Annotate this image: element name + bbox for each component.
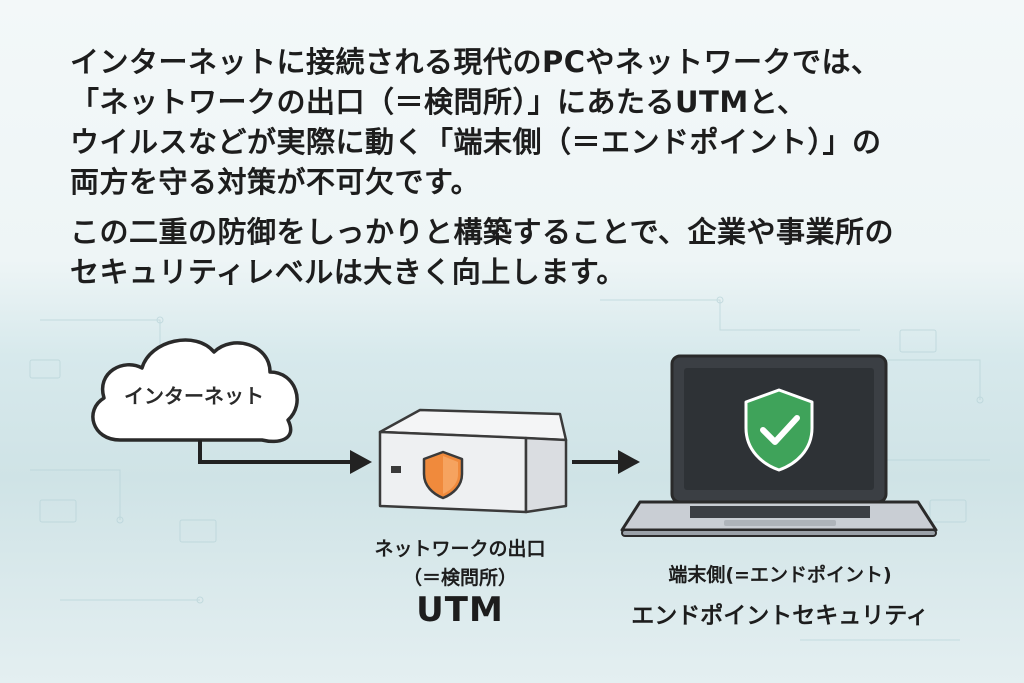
shield-icon (422, 450, 464, 500)
headline-paragraph-1: インターネットに接続される現代のPCやネットワークでは、 「ネットワークの出口（… (70, 42, 970, 202)
headline-paragraph-2: この二重の防御をしっかりと構築することで、企業や事業所の セキュリティレベルは大… (70, 212, 970, 292)
utm-device-icon (378, 408, 568, 514)
shield-check-icon (744, 388, 814, 472)
utm-label-exit: ネットワークの出口 (374, 538, 546, 560)
arrow-cloud-to-utm (198, 440, 372, 474)
headline-line: 両方を守る対策が不可欠です。 (70, 165, 481, 199)
arrow-utm-to-laptop (572, 450, 640, 474)
utm-label-checkpoint: （＝検問所） (402, 567, 517, 589)
endpoint-security-title: エンドポイントセキュリティ (631, 603, 929, 629)
headline-line: この二重の防御をしっかりと構築することで、企業や事業所の (70, 215, 894, 249)
headline-text: インターネットに接続される現代のPCやネットワークでは、 「ネットワークの出口（… (70, 42, 970, 302)
cloud-label: インターネット (124, 384, 264, 408)
headline-line: 「ネットワークの出口（＝検問所）」にあたるUTMと、 (70, 85, 807, 119)
endpoint-label: 端末側(=エンドポイント) (668, 564, 892, 586)
headline-line: インターネットに接続される現代のPCやネットワークでは、 (70, 45, 881, 79)
headline-line: ウイルスなどが実際に動く「端末側（＝エンドポイント）」の (70, 125, 882, 159)
headline-line: セキュリティレベルは大きく向上します。 (70, 255, 626, 289)
utm-title: UTM (416, 590, 504, 630)
cloud-icon (91, 338, 299, 444)
internet-cloud: インターネット (86, 328, 302, 446)
